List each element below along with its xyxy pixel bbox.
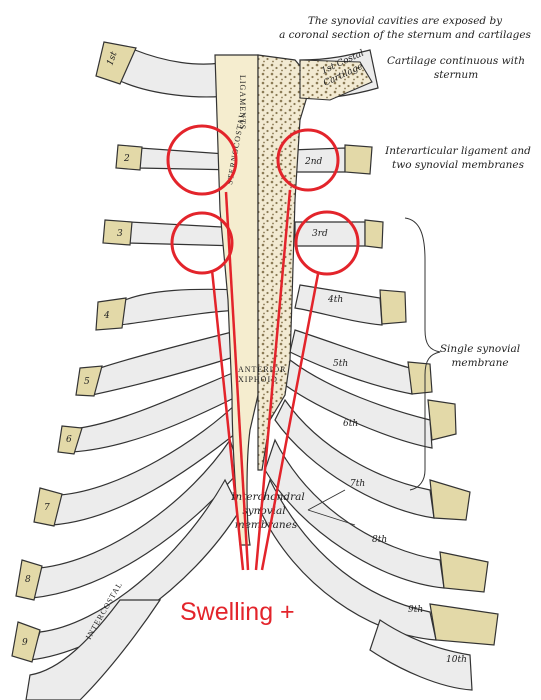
swelling-circle-right-2 bbox=[276, 128, 340, 192]
swelling-pointer-line-4 bbox=[260, 273, 320, 571]
left-rib-2-end bbox=[115, 144, 143, 171]
cartilage-continuous-label-1: Cartilage continuous with bbox=[387, 55, 525, 67]
right-rib-6-end bbox=[427, 399, 457, 441]
right-rib-8-end bbox=[439, 551, 489, 593]
left-rib-8-end bbox=[15, 559, 43, 601]
swelling-circle-right-3 bbox=[294, 210, 360, 276]
right-rib-label-3: 3rd bbox=[312, 229, 328, 239]
left-rib-label-6: 6 bbox=[66, 435, 72, 445]
right-rib-5-end bbox=[407, 361, 433, 395]
interarticular-label-2: two synovial membranes bbox=[392, 159, 525, 171]
right-rib-3-end bbox=[364, 219, 384, 249]
rib-number-labels: 1st 2 3 4 5 6 7 8 9 2nd 3rd 4th 5th 6th … bbox=[22, 50, 467, 665]
right-rib-2-end bbox=[344, 144, 373, 175]
right-rib-label-10: 10th bbox=[446, 655, 467, 665]
left-rib-label-4: 4 bbox=[103, 311, 110, 321]
left-rib-7-end bbox=[33, 487, 63, 527]
left-rib-label-5: 5 bbox=[84, 377, 90, 387]
right-rib-6 bbox=[284, 358, 433, 449]
right-rib-9-end bbox=[429, 603, 499, 646]
left-rib-label-9: 9 bbox=[22, 638, 28, 648]
left-rib-5-end bbox=[75, 365, 103, 397]
left-rib-3-end bbox=[102, 219, 133, 246]
right-rib-7-end bbox=[429, 479, 471, 521]
left-rib-4-end bbox=[95, 297, 127, 331]
single-synovial-label-1: Single synovial bbox=[440, 343, 520, 355]
right-rib-label-4: 4th bbox=[327, 295, 343, 305]
interchondral-pointer-lines bbox=[307, 489, 356, 526]
swelling-label: Swelling + bbox=[180, 598, 295, 626]
xiphoid-label-2: XIPHOID bbox=[238, 375, 278, 384]
right-rib-label-5: 5th bbox=[333, 359, 348, 369]
left-rib-1-end bbox=[95, 41, 137, 85]
right-rib-4 bbox=[294, 284, 383, 326]
right-rib-10 bbox=[369, 619, 473, 691]
single-synovial-label-2: membrane bbox=[451, 357, 508, 369]
interchondral-label-2: synovial bbox=[242, 505, 285, 517]
xiphoid-label-1: ANTERIOR bbox=[238, 365, 286, 374]
interchondral-label-1: Interchondral bbox=[230, 491, 304, 503]
swelling-pointer-line-1 bbox=[210, 269, 245, 571]
left-rib-label-2: 2 bbox=[123, 154, 130, 164]
swelling-pointer-line-3 bbox=[254, 189, 292, 571]
swelling-circle-left-3 bbox=[170, 211, 234, 275]
left-rib-label-3: 3 bbox=[117, 229, 123, 239]
swelling-pointer-line-2 bbox=[224, 191, 250, 571]
sternum bbox=[214, 54, 373, 546]
swelling-circle-left-2 bbox=[166, 124, 238, 196]
right-rib-label-9: 9th bbox=[408, 605, 423, 615]
costal-cartilage-1-right bbox=[299, 59, 373, 101]
interchondral-label-3: membranes bbox=[235, 519, 298, 531]
left-rib-label-1: 1st bbox=[105, 50, 119, 67]
left-rib-6-end bbox=[57, 425, 83, 455]
interarticular-label-1: Interarticular ligament and bbox=[384, 145, 531, 157]
right-rib-4-end bbox=[379, 289, 407, 325]
left-rib-label-8: 8 bbox=[25, 575, 31, 585]
ligaments-vertical-label: LIGAMENTS bbox=[238, 75, 247, 130]
left-rib-4 bbox=[119, 288, 241, 326]
right-rib-label-8: 8th bbox=[372, 535, 387, 545]
right-rib-label-7: 7th bbox=[350, 479, 365, 489]
left-rib-10 bbox=[25, 599, 162, 700]
single-synovial-brace bbox=[404, 217, 441, 491]
caption-line-2: a coronal section of the sternum and car… bbox=[279, 29, 531, 41]
swelling-markers bbox=[166, 124, 360, 571]
cartilage-continuous-label-2: sternum bbox=[434, 69, 478, 81]
right-rib-label-2: 2nd bbox=[304, 157, 323, 167]
left-rib-9-end bbox=[11, 621, 41, 663]
right-rib-3 bbox=[294, 221, 366, 247]
caption-line-1: The synovial cavities are exposed by bbox=[308, 15, 503, 27]
left-rib-label-7: 7 bbox=[44, 503, 50, 513]
right-rib-label-6: 6th bbox=[343, 419, 358, 429]
